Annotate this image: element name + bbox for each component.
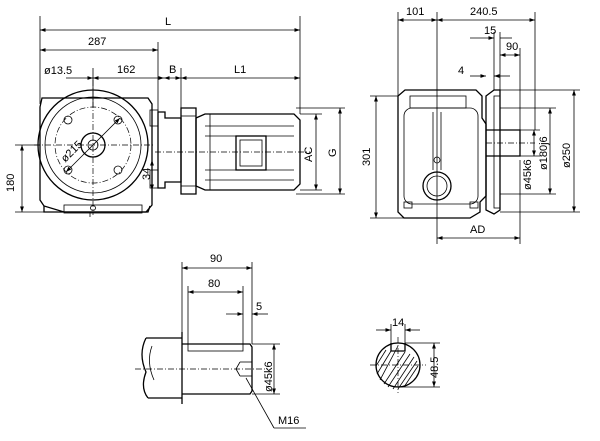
base-foot [43, 205, 151, 213]
side-motor-circle [422, 171, 452, 201]
dim-G: G [327, 148, 339, 157]
shaft-detail: 90 80 5 ø45k6 M16 [135, 253, 306, 429]
keyway-section: 14 48.5 [370, 317, 441, 393]
dim-4: 4 [458, 65, 464, 77]
motor-flange [180, 107, 197, 195]
dim-90-side: 90 [506, 41, 518, 53]
thread-M16: M16 [278, 415, 299, 427]
motor-body [195, 113, 301, 191]
dim-15: 15 [484, 25, 496, 37]
dim-101: 101 [406, 6, 424, 18]
dim-162: 162 [117, 64, 135, 76]
shaft-keyway [187, 343, 244, 352]
front-view: L 287 ø13.5 162 B L1 ø215 180 34 AC [5, 16, 345, 217]
dim-80: 80 [208, 278, 220, 290]
dim-301: 301 [361, 148, 373, 166]
gear-housing [39, 97, 153, 213]
terminal-box [235, 135, 267, 171]
dim-240-5: 240.5 [470, 6, 498, 18]
dim-45k6-side: ø45k6 [522, 159, 534, 190]
dim-45k6-shaft: ø45k6 [263, 361, 275, 392]
dim-180j6: ø180j6 [538, 136, 550, 170]
side-view: 101 240.5 15 90 4 301 ø45k6 ø180j6 [361, 6, 580, 244]
dim-250: ø250 [561, 143, 573, 168]
adapter [157, 111, 182, 189]
dim-14: 14 [392, 317, 404, 329]
dim-287: 287 [88, 36, 106, 48]
dim-34: 34 [141, 168, 153, 180]
dim-90-shaft: 90 [210, 253, 222, 265]
dim-AD: AD [470, 224, 485, 236]
dim-hole-13-5: ø13.5 [44, 65, 72, 77]
dim-48-5: 48.5 [429, 357, 441, 378]
dim-5: 5 [256, 301, 262, 313]
output-flange [485, 89, 501, 215]
dim-B: B [169, 64, 176, 76]
dim-L: L [165, 16, 171, 28]
dim-180: 180 [5, 174, 17, 192]
dim-L1: L1 [234, 64, 246, 76]
dim-AC: AC [303, 147, 315, 162]
